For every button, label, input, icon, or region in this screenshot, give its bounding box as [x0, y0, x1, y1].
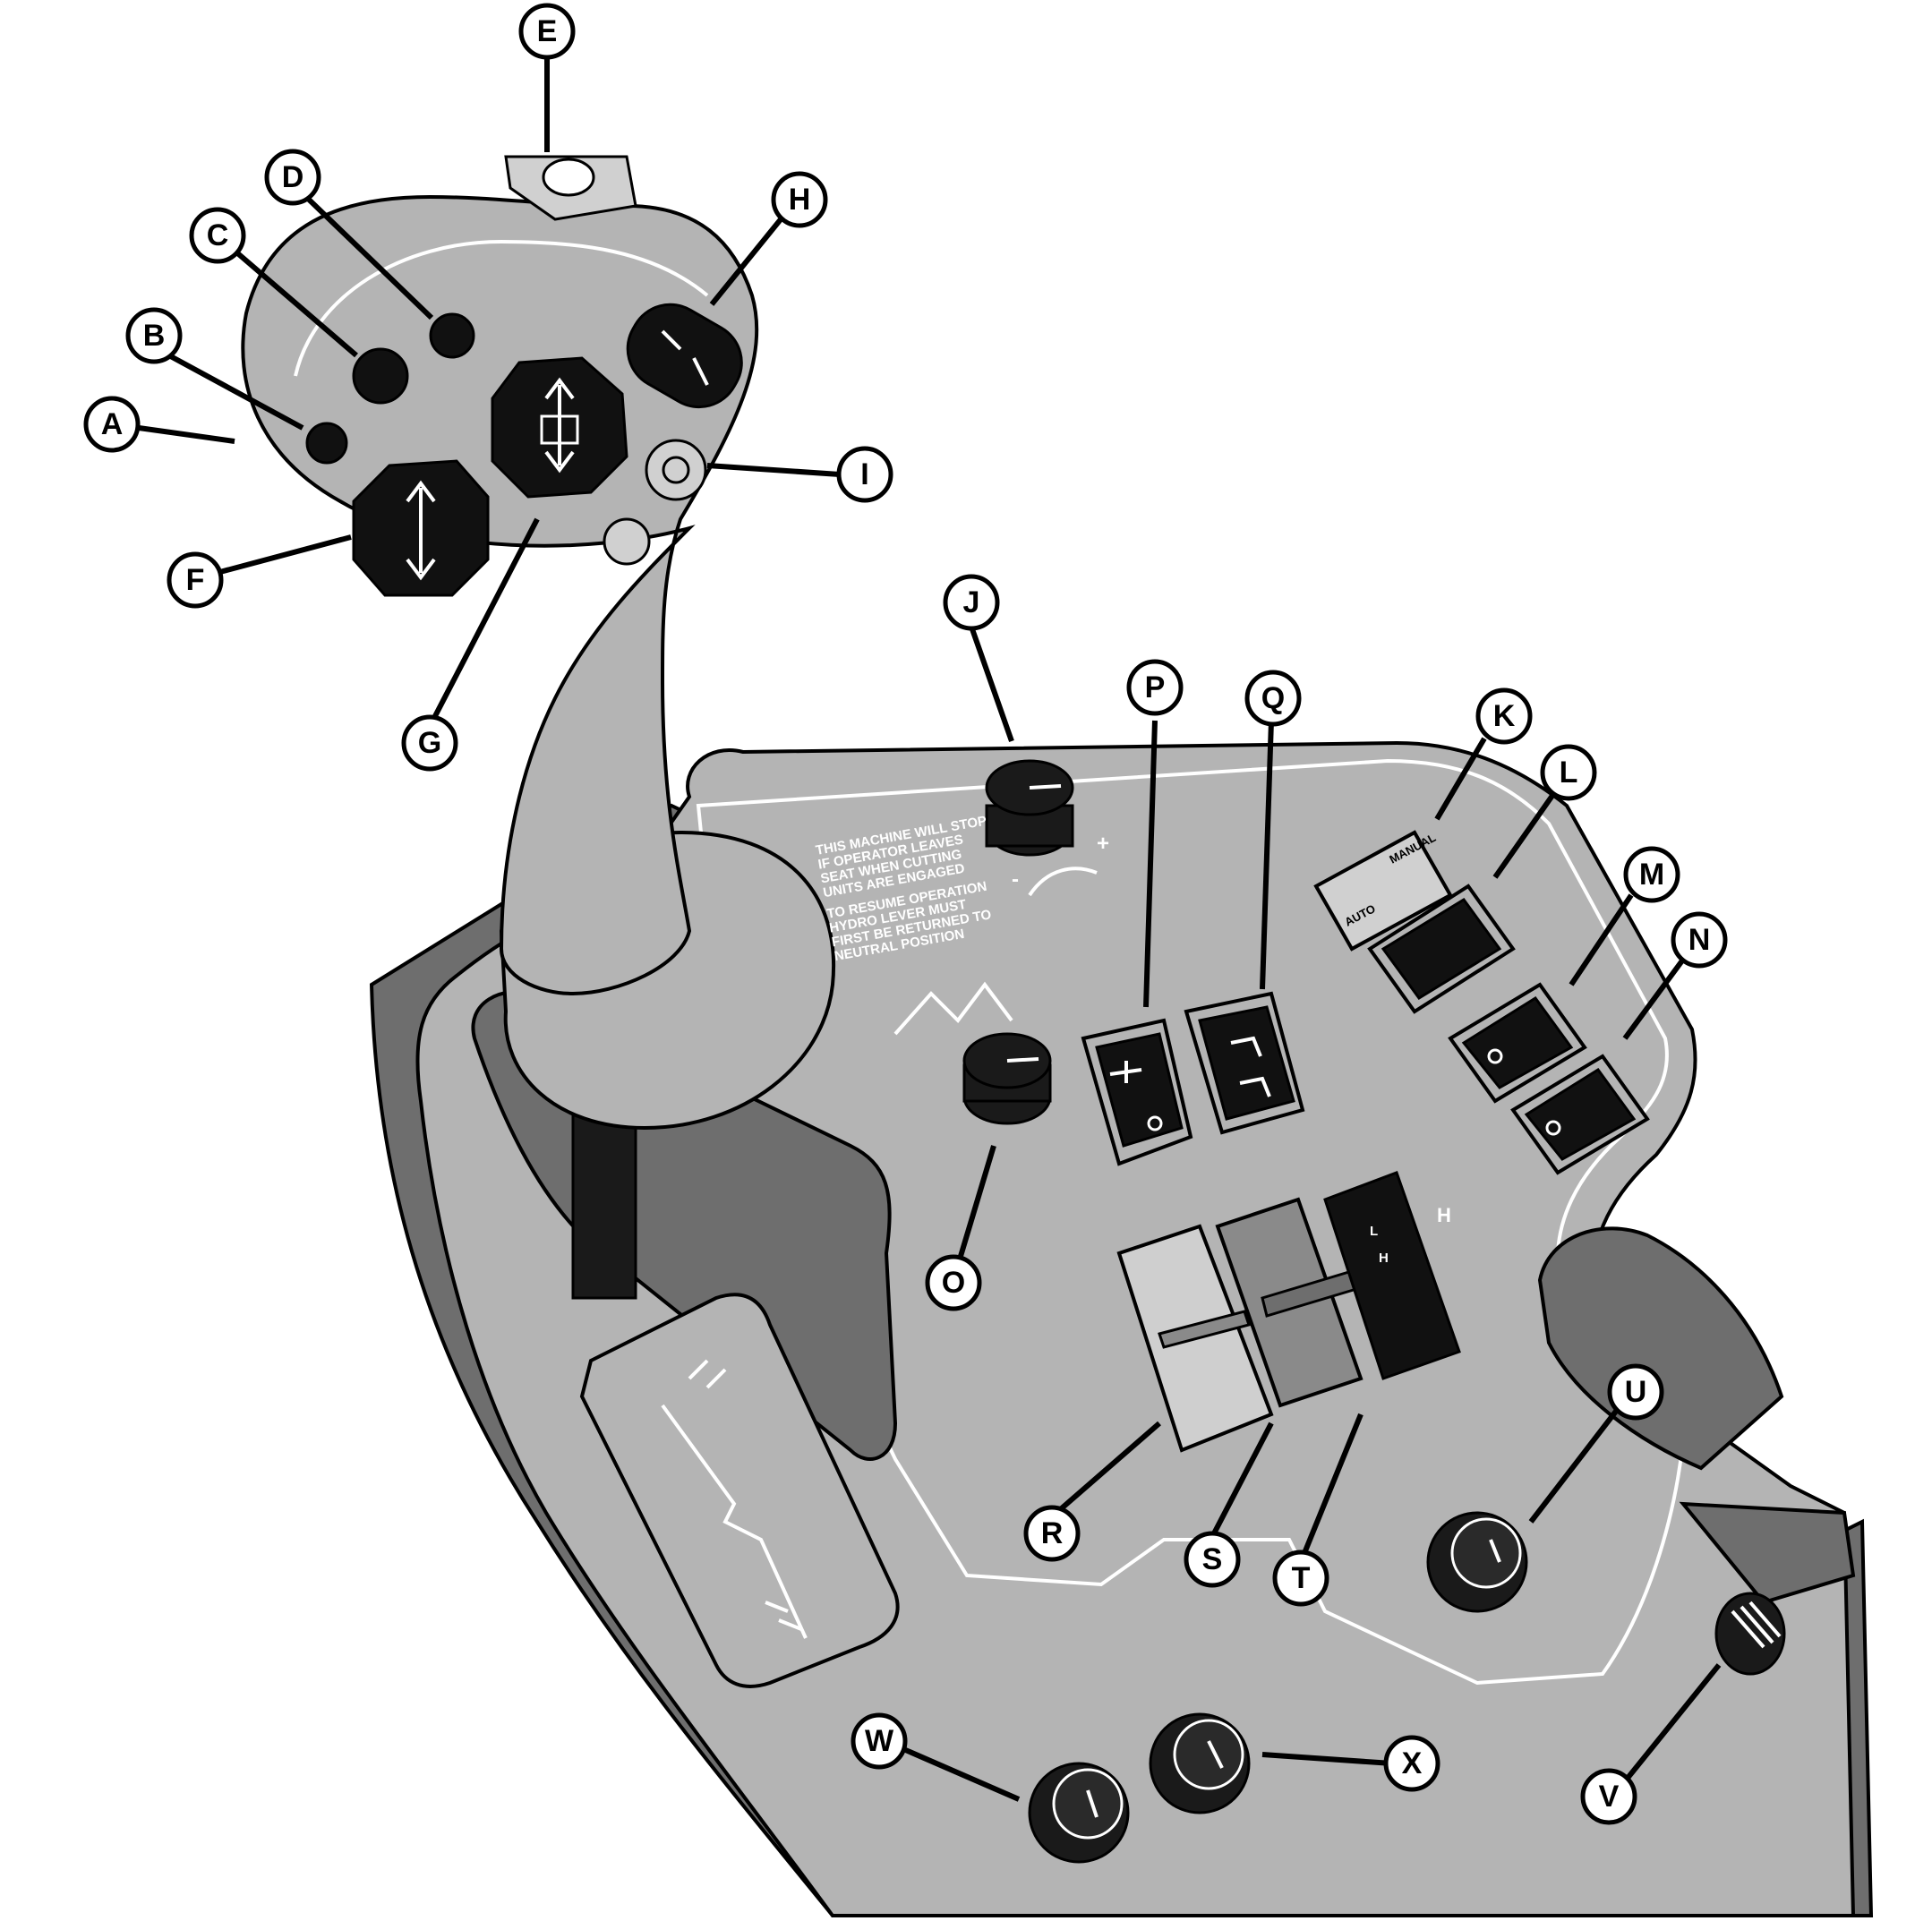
knob-j — [985, 759, 1074, 857]
slide-lever-s — [1215, 1197, 1364, 1408]
callout-w-label: W — [865, 1724, 894, 1758]
slide-lever-t: L H — [1323, 1171, 1461, 1380]
lever-gate-plate — [579, 1293, 900, 1688]
rocker-switch-q — [1184, 991, 1305, 1135]
callout-u: U — [1607, 1363, 1664, 1421]
knob-w — [1028, 1762, 1130, 1864]
callout-s: S — [1184, 1531, 1241, 1588]
callout-o: O — [925, 1254, 982, 1311]
button-d — [429, 312, 475, 359]
slide-lever-r — [1116, 1224, 1274, 1453]
speed-minus-sign: - — [1012, 867, 1019, 892]
callout-d: D — [264, 149, 321, 206]
callout-j-label: J — [963, 585, 980, 619]
mountain-icon — [893, 981, 1013, 1036]
callout-t: T — [1272, 1550, 1329, 1607]
speed-arc-icon — [1028, 867, 1098, 897]
callout-w: W — [851, 1712, 908, 1770]
callout-l-label: L — [1560, 756, 1578, 790]
cupholder-recess — [1537, 1226, 1784, 1471]
rocker-switch-l — [1367, 884, 1516, 1014]
leader-lines — [138, 52, 1722, 1802]
speed-plus-sign: + — [1097, 832, 1109, 856]
callout-u-label: U — [1625, 1375, 1647, 1409]
top-thumb-switch-dome — [542, 158, 595, 197]
callout-r-label: R — [1041, 1516, 1064, 1550]
right-notch — [1679, 1501, 1856, 1605]
gate-forward-arrow — [688, 1359, 727, 1389]
button-i-outer — [645, 439, 707, 501]
rocker-h-symbol — [661, 329, 709, 386]
octagon-g-center — [540, 414, 579, 445]
range-high-label: H — [1379, 1251, 1389, 1266]
rocker-switch-m — [1448, 982, 1587, 1104]
lever-gate-track — [661, 1404, 808, 1639]
callout-j: J — [943, 574, 1000, 631]
knob-o — [962, 1032, 1052, 1125]
callout-b-label: B — [143, 319, 166, 353]
callout-c: C — [189, 207, 246, 264]
range-outside-label: H — [1437, 1204, 1451, 1226]
callout-f-label: F — [186, 563, 205, 597]
callout-v-label: V — [1599, 1780, 1620, 1814]
callout-n-label: N — [1688, 923, 1711, 957]
rocker-switch-n — [1510, 1054, 1650, 1175]
button-c — [352, 347, 409, 405]
range-low-label: L — [1370, 1224, 1378, 1239]
rocker-switch-h — [626, 303, 743, 409]
gate-reverse-arrow — [765, 1601, 802, 1631]
callout-o-label: O — [942, 1266, 965, 1300]
button-i-lower — [603, 517, 651, 566]
callout-k-label: K — [1493, 699, 1516, 733]
joystick-face-edge — [294, 239, 709, 377]
callout-b: B — [125, 307, 183, 364]
callout-d-label: D — [282, 160, 304, 194]
callout-h-label: H — [789, 183, 811, 217]
callout-q-label: Q — [1261, 681, 1285, 715]
callout-l: L — [1540, 744, 1597, 801]
callout-s-label: S — [1202, 1542, 1223, 1576]
callout-e: E — [518, 3, 576, 60]
callout-g-label: G — [418, 726, 441, 760]
callout-f: F — [167, 551, 224, 609]
octagon-f-symbol — [406, 480, 436, 581]
knob-u — [1426, 1511, 1528, 1613]
callout-p: P — [1126, 659, 1184, 716]
callout-x: X — [1383, 1735, 1440, 1792]
callout-m: M — [1623, 846, 1680, 903]
callout-i-label: I — [860, 457, 868, 491]
callout-m-label: M — [1639, 858, 1664, 892]
callout-h: H — [771, 171, 828, 228]
callout-v: V — [1580, 1768, 1637, 1825]
lever-shaft — [571, 1099, 637, 1300]
callout-t-label: T — [1292, 1561, 1311, 1595]
callout-a: A — [83, 396, 141, 453]
operator-presence-decal: THIS MACHINE WILL STOP IF OPERATOR LEAVE… — [815, 814, 993, 965]
callout-i: I — [836, 446, 893, 503]
rocker-switch-p — [1081, 1018, 1193, 1166]
callout-a-label: A — [101, 407, 124, 441]
callout-p-label: P — [1145, 670, 1166, 704]
knob-x — [1149, 1712, 1251, 1814]
callout-g: G — [401, 714, 458, 772]
knob-v — [1714, 1592, 1786, 1676]
button-b — [305, 422, 348, 465]
callout-q: Q — [1244, 670, 1302, 727]
button-i-inner — [662, 456, 690, 484]
callout-k: K — [1475, 687, 1533, 745]
callout-n: N — [1671, 911, 1728, 969]
callout-e-label: E — [537, 14, 558, 48]
callout-r: R — [1023, 1505, 1081, 1562]
octagon-g-symbol — [544, 377, 575, 474]
callout-c-label: C — [207, 218, 229, 252]
callout-x-label: X — [1402, 1746, 1423, 1780]
